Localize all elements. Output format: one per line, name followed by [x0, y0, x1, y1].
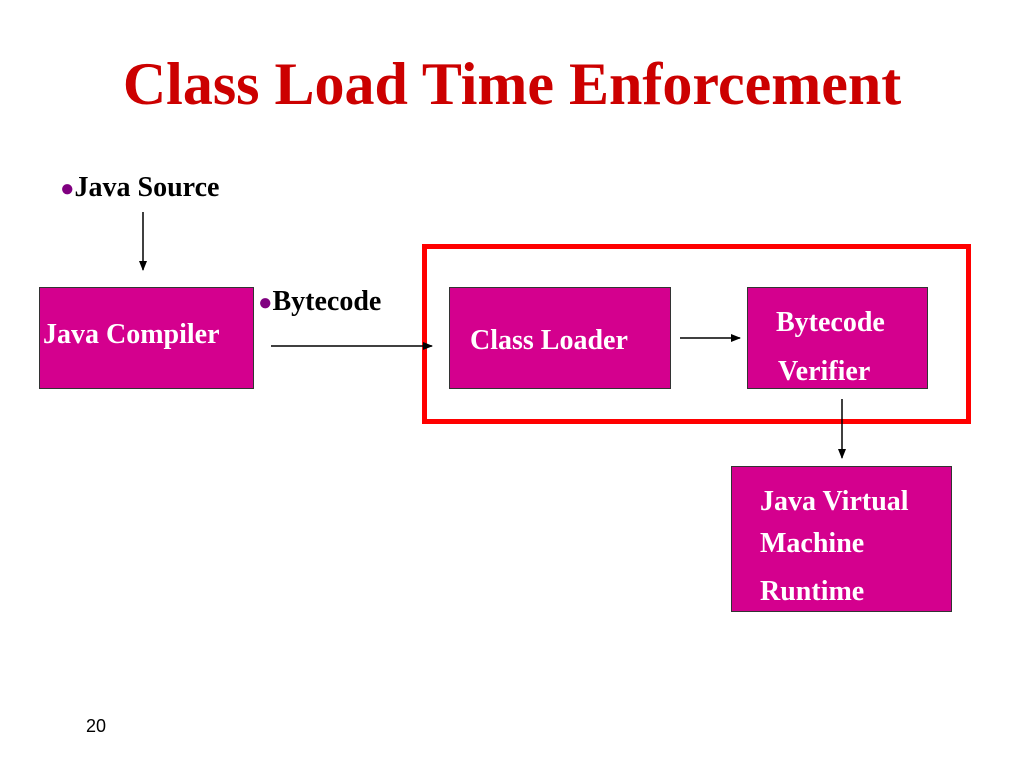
java-compiler-label: Java Compiler — [43, 319, 220, 350]
class-loader-label: Class Loader — [470, 325, 628, 356]
bullet-bytecode: ●Bytecode — [258, 286, 381, 319]
bullet-java-source: ●Java Source — [60, 172, 219, 205]
bytecode-verifier-line1: Bytecode — [776, 307, 885, 338]
bytecode-verifier-box: Bytecode Verifier — [747, 287, 928, 389]
jvm-runtime-line3: Runtime — [760, 576, 865, 607]
jvm-runtime-box: Java Virtual Machine Runtime — [731, 466, 952, 612]
bullet-dot-icon: ● — [258, 290, 273, 316]
bullet-java-source-label: Java Source — [74, 172, 220, 203]
bullet-bytecode-label: Bytecode — [272, 286, 382, 317]
bullet-dot-icon: ● — [60, 176, 75, 202]
class-loader-box: Class Loader — [449, 287, 671, 389]
highlight-frame — [422, 244, 971, 424]
bytecode-verifier-line2: Verifier — [778, 356, 871, 387]
jvm-runtime-line2: Machine — [760, 528, 865, 559]
java-compiler-box: Java Compiler — [39, 287, 254, 389]
jvm-runtime-line1: Java Virtual — [760, 486, 909, 517]
slide-title: Class Load Time Enforcement — [122, 51, 902, 117]
page-number: 20 — [86, 716, 107, 736]
